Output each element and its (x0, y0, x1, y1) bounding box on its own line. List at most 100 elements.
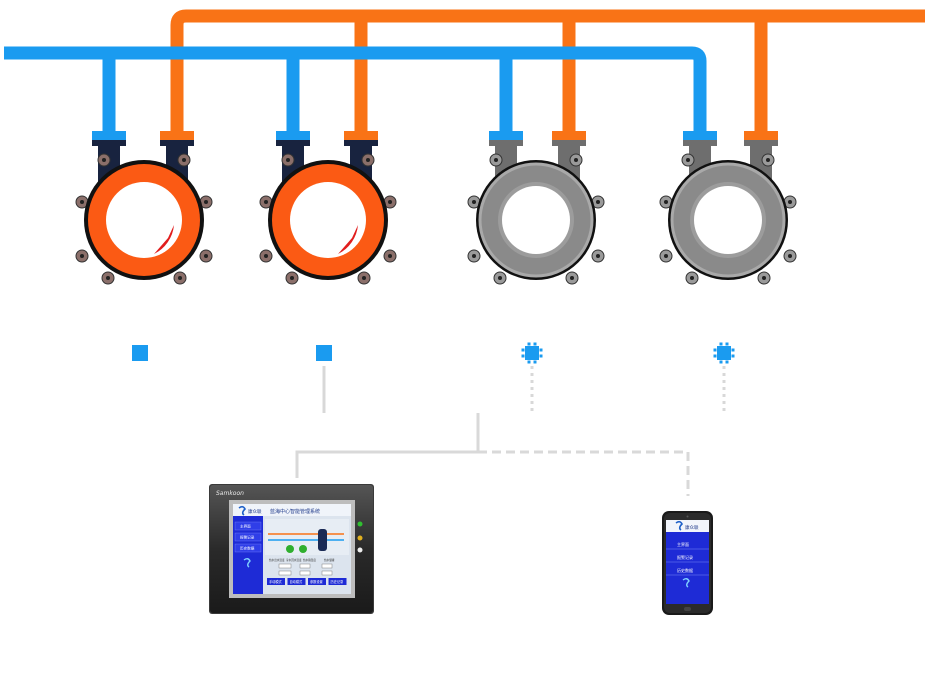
phone-logo-icon (675, 520, 683, 531)
hmi-data-rows (278, 563, 333, 576)
hmi-button-label-4: 历史记录 (331, 579, 345, 584)
bolt-hole-2-8 (362, 276, 366, 280)
cold-main-pipe (4, 46, 707, 132)
bolt-hole-1-7 (106, 276, 110, 280)
bolt-hole-4-7 (690, 276, 694, 280)
ring-hole-2 (292, 184, 364, 256)
heat-exchanger-unit-3 (467, 131, 605, 285)
cold-flange-3 (489, 131, 523, 140)
bolt-hole-3-2 (596, 200, 600, 204)
cold-flange-plate-2 (276, 140, 310, 146)
hmi-brand: Samkoon (216, 490, 244, 497)
bolt-hole-4-5 (664, 254, 668, 258)
hmi-label-storage: 热水储罐 (324, 558, 335, 562)
bolt-hole-3-3 (494, 158, 498, 162)
bolt-hole-1-2 (204, 200, 208, 204)
phone-menu-item-2[interactable]: 报警记录 (677, 554, 693, 560)
hmi-side-logo-icon (243, 558, 251, 568)
hmi-title: 蓝海中心智能管理系统 (270, 508, 320, 515)
hmi-button-4[interactable] (328, 578, 347, 585)
hmi-button-1[interactable] (267, 578, 285, 585)
ring-highlight-4 (670, 162, 786, 278)
network-bus (295, 413, 690, 496)
bolt-hole-2-2 (388, 200, 392, 204)
bolt-hole-2-7 (290, 276, 294, 280)
cold-flange-1 (92, 131, 126, 140)
bolt-hole-2-4 (366, 158, 370, 162)
hmi-logo-icon (238, 505, 246, 516)
links-layer (132, 342, 735, 413)
hmi-menu-label-3: 历史数据 (240, 546, 255, 551)
bolt-hole-2-5 (264, 254, 268, 258)
hmi-label-hot-out: 热水出水温度 (269, 558, 285, 562)
bolt-hole-4-8 (762, 276, 766, 280)
bolt-hole-3-4 (574, 158, 578, 162)
hot-flange-3 (552, 131, 586, 140)
hmi-label-tank-temp: 热水箱温度 (303, 558, 316, 562)
hmi-tank (318, 529, 327, 551)
ring-hole-3 (502, 186, 570, 254)
hmi-led-white (357, 547, 363, 553)
hot-flange-4 (744, 131, 778, 140)
hmi-button-label-2: 自动模式 (290, 579, 304, 584)
hot-flange-plate-3 (552, 140, 586, 146)
bolt-hole-4-4 (766, 158, 770, 162)
heat-exchanger-unit-4 (659, 131, 797, 285)
bolt-hole-1-5 (80, 254, 84, 258)
hot-water-pipe-network (170, 9, 925, 132)
hmi-button-2[interactable] (287, 578, 306, 585)
hmi-label-cold-return: 冷水回水温度 (286, 558, 302, 562)
hmi-tank-diagram: 热水出水温度 冷水回水温度 热水箱温度 热水储罐 (265, 519, 349, 562)
hot-flange-plate-1 (160, 140, 194, 146)
cold-flange-plate-3 (489, 140, 523, 146)
cold-flange-plate-4 (683, 140, 717, 146)
wireless-indicator-3 (521, 342, 543, 364)
wired-trunk (295, 413, 480, 478)
hmi-menu-label-2: 报警记录 (240, 535, 255, 540)
hmi-logo-text: 康众联 (248, 508, 262, 515)
phone-home-button[interactable] (684, 607, 691, 611)
cold-flange-plate-1 (92, 140, 126, 146)
hmi-button-label-1: 手动模式 (269, 579, 283, 584)
bolt-hole-4-6 (788, 254, 792, 258)
hmi-menu-item-2[interactable] (234, 532, 262, 542)
bolt-hole-2-1 (264, 200, 268, 204)
phone-footer-logo (682, 578, 690, 588)
bolt-hole-3-5 (472, 254, 476, 258)
bolt-hole-3-6 (596, 254, 600, 258)
hmi-led-yellow (357, 535, 363, 541)
phone-menu-item-3[interactable]: 历史数据 (677, 567, 693, 573)
phone-logo-text: 康众联 (685, 524, 699, 531)
bolt-hole-3-7 (498, 276, 502, 280)
hot-flange-2 (344, 131, 378, 140)
hot-flange-plate-2 (344, 140, 378, 146)
hmi-pump-2 (299, 545, 307, 553)
phone-speaker (686, 515, 689, 518)
heat-exchanger-unit-1 (75, 131, 213, 285)
hmi-button-label-3: 参数设置 (310, 579, 323, 584)
hmi-pump-1 (286, 545, 294, 553)
bolt-hole-4-1 (664, 200, 668, 204)
hot-flange-plate-4 (744, 140, 778, 146)
wired-indicator-1 (132, 345, 148, 361)
cold-water-pipe-network (4, 46, 707, 132)
bolt-hole-1-4 (182, 158, 186, 162)
hmi-led-green (357, 521, 363, 527)
hot-flange-1 (160, 131, 194, 140)
ring-hole-4 (694, 186, 762, 254)
hmi-button-3[interactable] (308, 578, 326, 585)
wireless-indicator-4 (713, 342, 735, 364)
bolt-hole-3-8 (570, 276, 574, 280)
phone-menu-item-1[interactable]: 主界面 (677, 541, 689, 547)
bolt-hole-1-3 (102, 158, 106, 162)
hmi-menu-item-3[interactable] (234, 543, 262, 553)
bolt-hole-2-3 (286, 158, 290, 162)
bolt-hole-4-3 (686, 158, 690, 162)
cold-flange-4 (683, 131, 717, 140)
hmi-menu-item-1[interactable] (234, 521, 262, 531)
bolt-hole-1-6 (204, 254, 208, 258)
